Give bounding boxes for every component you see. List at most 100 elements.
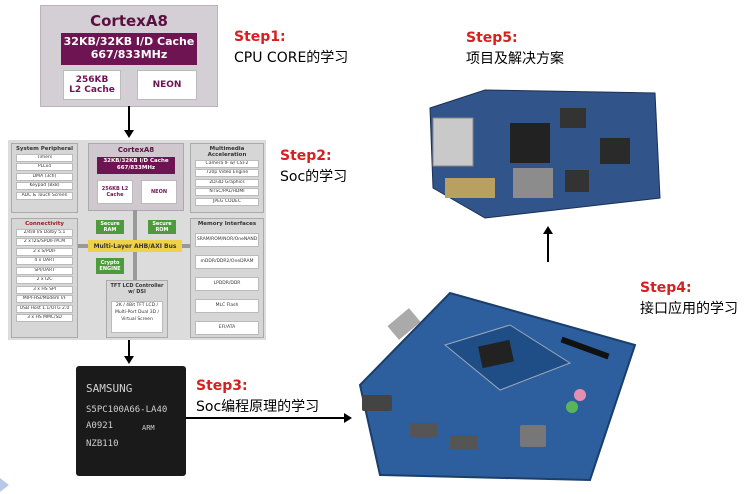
samsung-soc-chip: SAMSUNG S5PC100A66-LA40 A0921 ARM NZB110 [76, 366, 186, 476]
board-header-pins [560, 336, 610, 360]
multi-layer-bus: Multi-Layer AHB/AXI Bus [88, 240, 182, 252]
chip-line3: A0921 [86, 421, 114, 431]
step2-desc: Soc的学习 [280, 169, 348, 185]
chip-line1: SAMSUNG [86, 382, 133, 395]
panel-item: NTSC/PAL/HDMI [195, 188, 259, 196]
panel-memory-title: Memory Interfaces [197, 221, 257, 227]
panel-item: 720p Video Engine [195, 169, 259, 177]
panel-item: Keypad (8x8) [16, 182, 73, 190]
panel-item: LPDDR/DDR [195, 277, 259, 291]
panel-connectivity-title: Connectivity [25, 221, 64, 227]
step1-title: Step1: [234, 29, 286, 45]
board-sd-slot [387, 308, 421, 340]
core-l2-line1: 256KB [75, 75, 109, 85]
panel-item: 2 x S/PDIF [16, 247, 73, 256]
panel-item: 2/4/8 I/S Dolby 5.1 [16, 228, 73, 237]
panel-item: 3 x HS MMC/SD [16, 314, 73, 322]
panel-item: 4 x UART [16, 257, 73, 265]
panel-item: MLC Flash [195, 299, 259, 313]
chip-line3b: ARM [142, 424, 155, 432]
panel-system-peripheral: System Peripheral Timers PLLx4 DMA (3ch)… [11, 143, 78, 213]
board-audio-pink [574, 389, 586, 401]
panel-item: SRAM/ROM/NOR/OneNAND [195, 233, 259, 247]
soc-block-diagram: System Peripheral Timers PLLx4 DMA (3ch)… [8, 140, 266, 340]
bus-arrow-up [133, 210, 137, 240]
tft-lcd-panel: TFT LCD Controller w/ DSI 2K / 4Bit TFT … [106, 280, 168, 338]
bus-arrow-right [182, 244, 190, 248]
project-chip-2 [560, 108, 586, 128]
arrow-chip-to-board-head [344, 413, 352, 423]
core-cache-line2: 667/833MHz [90, 48, 168, 61]
project-chip-4 [600, 138, 630, 164]
panel-item: SPI/UART [16, 266, 73, 275]
project-sim-slot [432, 117, 474, 167]
bus-arrow-left [78, 244, 88, 248]
panel-item: PLLx4 [16, 163, 73, 171]
arrow-soc-to-chip-head [124, 356, 134, 364]
bus-arrow-down [133, 252, 137, 280]
panel-multimedia-title: Multimedia Acceleration [207, 146, 247, 158]
panel-connectivity: Connectivity 2/4/8 I/S Dolby 5.1 2 x I2S… [11, 218, 78, 338]
core-title: CortexA8 [90, 12, 168, 30]
soc-core-neon: NEON [141, 180, 177, 204]
panel-item: Timers [16, 153, 73, 162]
panel-memory: Memory Interfaces SRAM/ROM/NOR/OneNAND m… [190, 218, 264, 338]
panel-item: JPEG CODEC [195, 197, 259, 206]
secure-ram: Secure RAM [96, 220, 124, 234]
panel-item: USB Host 1.1/OTG 2.0 [16, 304, 73, 313]
project-chip-1 [510, 123, 550, 163]
core-neon: NEON [137, 70, 197, 100]
arrow-core-to-soc-head [124, 130, 134, 138]
step5-desc: 项目及解决方案 [466, 51, 564, 67]
crypto-engine: Crypto ENGINE [96, 258, 124, 274]
core-l2-cache: 256KB L2 Cache [63, 70, 121, 100]
board-cpu [478, 339, 514, 369]
panel-item: 2 x I2S/SPDIF/PCM [16, 238, 73, 246]
board-ethernet [520, 425, 546, 447]
arrow-board-to-project-head [543, 226, 553, 234]
panel-item: mDDR/DDR2/OneDRAM [195, 255, 259, 269]
soc-core-cache: 32KB/32KB I/D Cache 667/833MHz [97, 157, 175, 174]
project-board-photo [425, 78, 665, 223]
cortex-a8-core-diagram: CortexA8 32KB/32KB I/D Cache 667/833MHz … [40, 5, 218, 107]
core-cache-block: 32KB/32KB I/D Cache 667/833MHz [61, 33, 197, 65]
board-connector-1 [362, 395, 392, 411]
panel-item: 2 x I2C [16, 276, 73, 284]
panel-multimedia: Multimedia Acceleration Camera IF w/ CSI… [190, 143, 264, 213]
step2-title: Step2: [280, 148, 332, 164]
project-chip-3 [565, 170, 589, 192]
slide-marker-icon [0, 478, 9, 492]
core-l2-line2: L2 Cache [69, 85, 115, 95]
board-connector-2 [410, 423, 438, 437]
chip-line2: S5PC100A66-LA40 [86, 405, 168, 415]
step3-desc: Soc编程原理的学习 [196, 399, 320, 415]
tft-lcd-title: TFT LCD Controller w/ DSI [110, 283, 164, 295]
soc-core-title: CortexA8 [117, 146, 155, 154]
panel-system-peripheral-title: System Peripheral [15, 146, 74, 152]
secure-rom: Secure ROM [148, 220, 176, 234]
panel-item: 2D/3D Graphics [195, 178, 259, 187]
step4-desc: 接口应用的学习 [640, 301, 738, 317]
panel-item: 3 x HS SPI [16, 285, 73, 294]
panel-item: MIPI-HSI/Modem I/F [16, 295, 73, 303]
panel-item: ADC & Touch Screen [16, 191, 73, 200]
step4-title: Step4: [640, 280, 692, 296]
tft-lcd-sub: 2K / 4Bit TFT LCD / Multi-Port Dual 3D /… [111, 301, 163, 333]
dev-board-photo [358, 291, 637, 482]
core-cache-line1: 32KB/32KB I/D Cache [63, 35, 195, 48]
soc-core-l2: 256KB L2 Cache [97, 180, 133, 204]
soc-core-panel: CortexA8 32KB/32KB I/D Cache 667/833MHz … [88, 143, 184, 211]
step5-title: Step5: [466, 30, 518, 46]
panel-item: DMA (3ch) [16, 172, 73, 181]
core-neon-label: NEON [152, 80, 182, 90]
panel-item: Camera IF w/ CSI-2 [195, 159, 259, 168]
arrow-board-to-project [547, 234, 549, 262]
project-shield [513, 168, 553, 198]
project-connector [445, 178, 495, 198]
chip-line4: NZB110 [86, 439, 119, 449]
step1-desc: CPU CORE的学习 [234, 50, 349, 66]
arrow-soc-to-chip [128, 340, 130, 358]
board-connector-3 [450, 435, 478, 449]
step3-title: Step3: [196, 378, 248, 394]
panel-item: EFI/ATA [195, 321, 259, 335]
